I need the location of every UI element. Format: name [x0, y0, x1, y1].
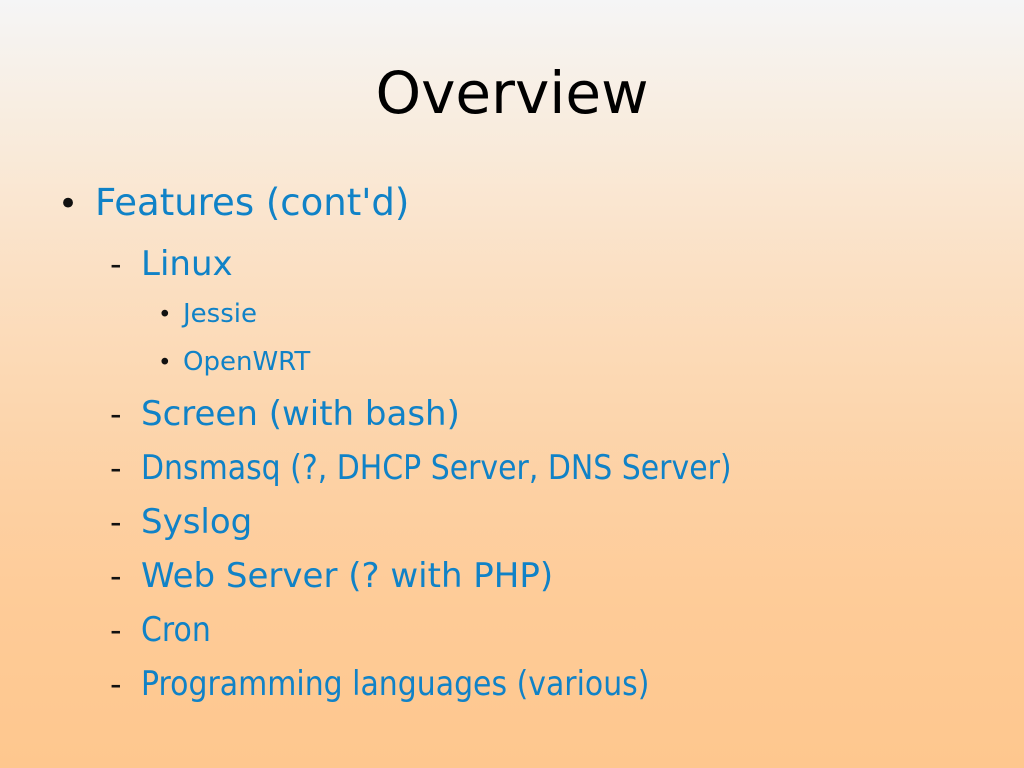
list-item: • Jessie [158, 297, 1024, 333]
list-item-label: Screen (with bash) [141, 394, 460, 434]
list-item: -Linux [110, 243, 1024, 285]
list-item: -Syslog [110, 501, 1024, 543]
list-item: • Features (cont'd) [58, 180, 1024, 227]
list-item-label: Linux [141, 244, 233, 284]
dash-icon: - [110, 449, 122, 487]
dash-icon: - [110, 245, 122, 283]
dash-icon: - [110, 611, 122, 649]
list-item: -Web Server (? with PHP) [110, 555, 1024, 597]
list-item-label: Jessie [183, 299, 257, 329]
list-item-label: Web Server (? with PHP) [141, 556, 554, 596]
bullet-icon: • [58, 184, 79, 224]
list-item-label: Cron [141, 610, 211, 650]
dash-icon: - [110, 557, 122, 595]
list-item-label: Programming languages (various) [141, 664, 650, 704]
dash-icon: - [110, 665, 122, 703]
list-item: -Programming languages (various) [110, 663, 1024, 705]
slide-title: Overview [375, 59, 649, 127]
dash-icon: - [110, 503, 122, 541]
list-item: -Dnsmasq (?, DHCP Server, DNS Server) [110, 447, 1024, 489]
list-item-label: Features (cont'd) [95, 181, 410, 224]
list-item: -Screen (with bash) [110, 393, 1024, 435]
list-item: -Cron [110, 609, 1024, 651]
bullet-icon: • [158, 350, 172, 376]
list-item-label: OpenWRT [183, 347, 311, 377]
outline-list: •Features (cont'd)-Linux•Jessie•OpenWRT-… [0, 180, 1024, 717]
list-item: • OpenWRT [158, 345, 1024, 381]
list-item-label: Dnsmasq (?, DHCP Server, DNS Server) [141, 448, 732, 488]
dash-icon: - [110, 395, 122, 433]
list-item-label: Syslog [141, 502, 253, 542]
bullet-icon: • [158, 302, 172, 328]
